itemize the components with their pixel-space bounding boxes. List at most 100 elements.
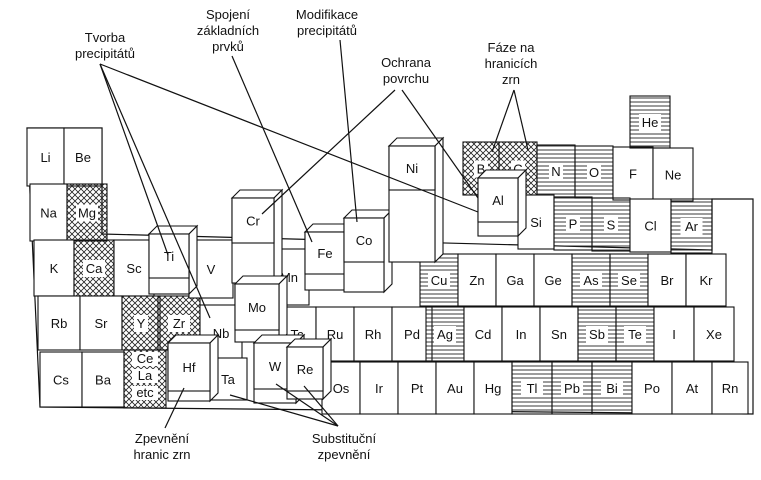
label-zpevneni-hranic-zrn: Zpevnění hranic zrn [133,431,190,462]
label-spojeni-line2: základních [197,23,259,38]
leader-ochrana-al [401,89,479,199]
cell-face [343,217,385,263]
element-cell-pb: Pb [551,361,593,415]
element-symbol-al: Al [492,193,504,208]
label-ochrana-line2: povrchu [383,71,429,86]
cell-face [33,239,75,297]
element-symbol-k: K [50,261,59,276]
leader-faze-b [491,89,515,153]
symbol-backing [604,216,618,234]
symbol-backing [680,218,703,235]
element-cell-xe: Xe [693,306,735,362]
element-cell-cr: Cr [230,188,284,285]
element-symbol-hg: Hg [485,381,502,396]
element-symbol-sc: Sc [126,261,142,276]
element-cell-at: At [671,361,713,415]
element-symbol-p: P [569,217,578,232]
element-cell-in: In [501,306,541,362]
element-symbol-cs: Cs [53,373,69,388]
label-zpevneni-line1: Zpevnění [135,431,190,446]
cell-face [473,361,513,415]
element-symbol-co: Co [356,233,373,248]
element-symbol-f: F [629,167,637,182]
cell-face [685,253,727,307]
element-cell-mg: Mg [66,183,108,242]
element-cell-rb: Rb [37,295,81,351]
element-cell-hg: Hg [473,361,513,415]
cell-face [79,295,123,351]
element-symbol-li: Li [40,150,50,165]
symbol-backing [521,380,543,397]
element-symbol-fe: Fe [317,246,332,261]
element-symbol-sr: Sr [95,316,109,331]
label-modifikace-line2: precipitátů [297,23,357,38]
element-symbol-au: Au [447,381,463,396]
element-cell-ni: Ni [387,136,445,264]
symbol-backing [566,215,580,233]
element-cell-ir: Ir [359,361,399,415]
element-symbol-ge: Ge [544,273,561,288]
element-symbol-zr: Zr [173,316,186,331]
cell-face [647,253,687,307]
element-cell-tl: Tl [511,361,553,415]
element-cell-al: Al [476,168,528,238]
element-symbol-ni: Ni [406,161,418,176]
element-cell-he: He [629,95,671,149]
column-side [517,168,527,238]
leader-ochrana-cr [261,89,396,215]
element-cell-rn: Rn [711,361,749,415]
label-ochrana-line1: Ochrana [381,55,432,70]
element-symbol-os: Os [333,381,350,396]
symbol-backing [134,315,148,332]
element-cell-co: Co [342,208,394,294]
cell-face [167,342,211,392]
leader-zpevneni-hf [164,387,185,429]
symbol-backing [580,272,602,289]
element-symbol-ne: Ne [665,168,682,183]
element-symbol-b: B [477,162,486,177]
element-symbol-at: At [686,381,699,396]
leader-tvorba-ti [99,63,169,256]
element-cell-na: Na [29,183,68,242]
label-substitucni-line2: zpevnění [318,447,371,462]
element-symbol-se: Se [621,273,637,288]
label-substitucni-line1: Substituční [312,431,377,446]
element-symbol-hf: Hf [183,360,196,375]
cell-face [693,306,735,362]
element-cells: LiBeNaMgKCaScRbSrYZrCsBaVMnNbTcRuRhPdTaO… [26,95,754,415]
element-symbol-na: Na [40,206,57,221]
element-symbol-in: In [516,327,527,342]
cell-face [711,361,749,415]
element-cell-te: Te [615,306,655,362]
element-symbol-ag: Ag [437,327,453,342]
element-symbol-cu: Cu [431,273,448,288]
element-cell-cs: Cs [39,351,83,408]
element-cell-kr: Kr [685,253,727,307]
element-cell-y: Y [121,295,161,351]
element-cell-cl: Cl [629,198,672,253]
element-symbol-as: As [583,273,599,288]
element-symbol-rh: Rh [365,327,382,342]
leader-faze-c [513,89,529,151]
label-modifikace-precipitatu: Modifikace precipitátů [296,7,358,38]
element-cell-as: As [571,253,611,307]
cell-face [477,177,519,223]
symbol-backing [586,326,608,343]
column-side [209,333,219,403]
label-faze-line3: zrn [502,72,520,87]
element-symbol-he: He [642,115,659,130]
cell-face [435,361,475,415]
element-cell-pd: Pd [391,306,433,362]
leader-tvorba-al [99,63,479,213]
cell-face [533,253,573,307]
cell-face [63,127,103,187]
element-symbol-cr: Cr [246,214,260,229]
element-cell-ar: Ar [670,198,713,254]
cell-face [652,147,694,202]
cell-face [571,253,611,307]
element-cell-se: Se [609,253,649,307]
cell-face [631,361,673,415]
element-symbol-be: Be [75,150,91,165]
element-cell-sn: Sn [539,306,579,362]
